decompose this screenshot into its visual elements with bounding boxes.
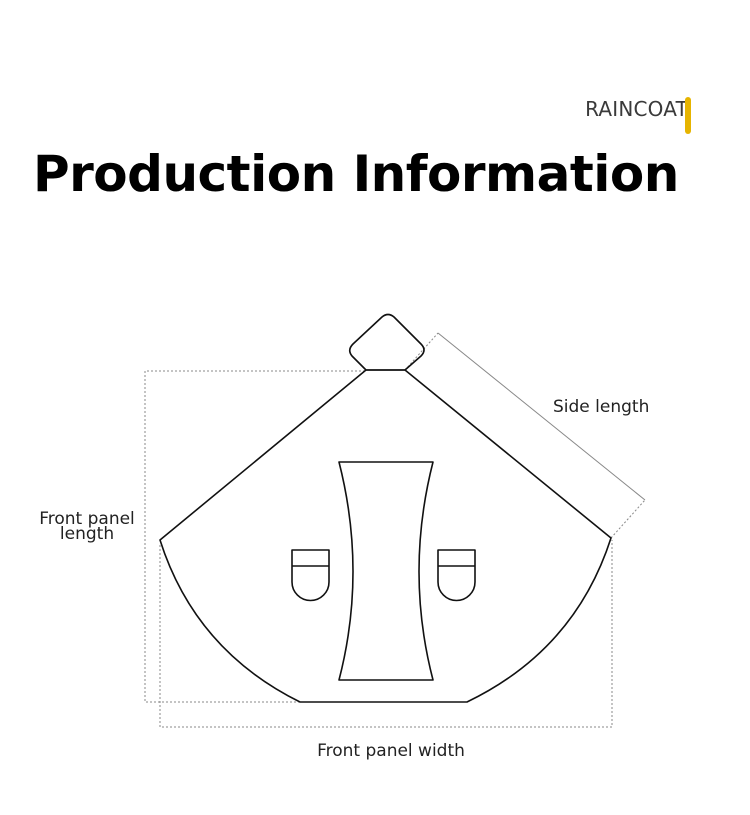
front-width-guide xyxy=(159,540,613,728)
front-panel-length-label-line1: Front panel xyxy=(39,509,135,529)
right-pocket xyxy=(437,549,476,602)
brand-logo: RAINCOAT xyxy=(585,97,691,135)
hood-peak xyxy=(348,313,425,371)
side-length-guide-top xyxy=(404,332,439,371)
brand-accent-bar xyxy=(685,97,691,134)
side-length-label: Side length xyxy=(553,397,649,417)
dimension-guides xyxy=(144,332,646,728)
raincoat-outline xyxy=(159,313,612,703)
front-panel-width-label: Front panel width xyxy=(317,741,465,761)
left-pocket xyxy=(291,549,330,602)
center-panel xyxy=(338,461,434,681)
front-length-guide xyxy=(144,370,365,703)
side-length-dimension-line xyxy=(437,332,646,501)
page-title: Production Information xyxy=(33,145,679,203)
front-panel-length-label-line2: length xyxy=(60,524,114,544)
brand-name: RAINCOAT xyxy=(585,97,688,121)
cape-body xyxy=(159,369,612,703)
side-length-guide-bottom xyxy=(610,499,646,539)
